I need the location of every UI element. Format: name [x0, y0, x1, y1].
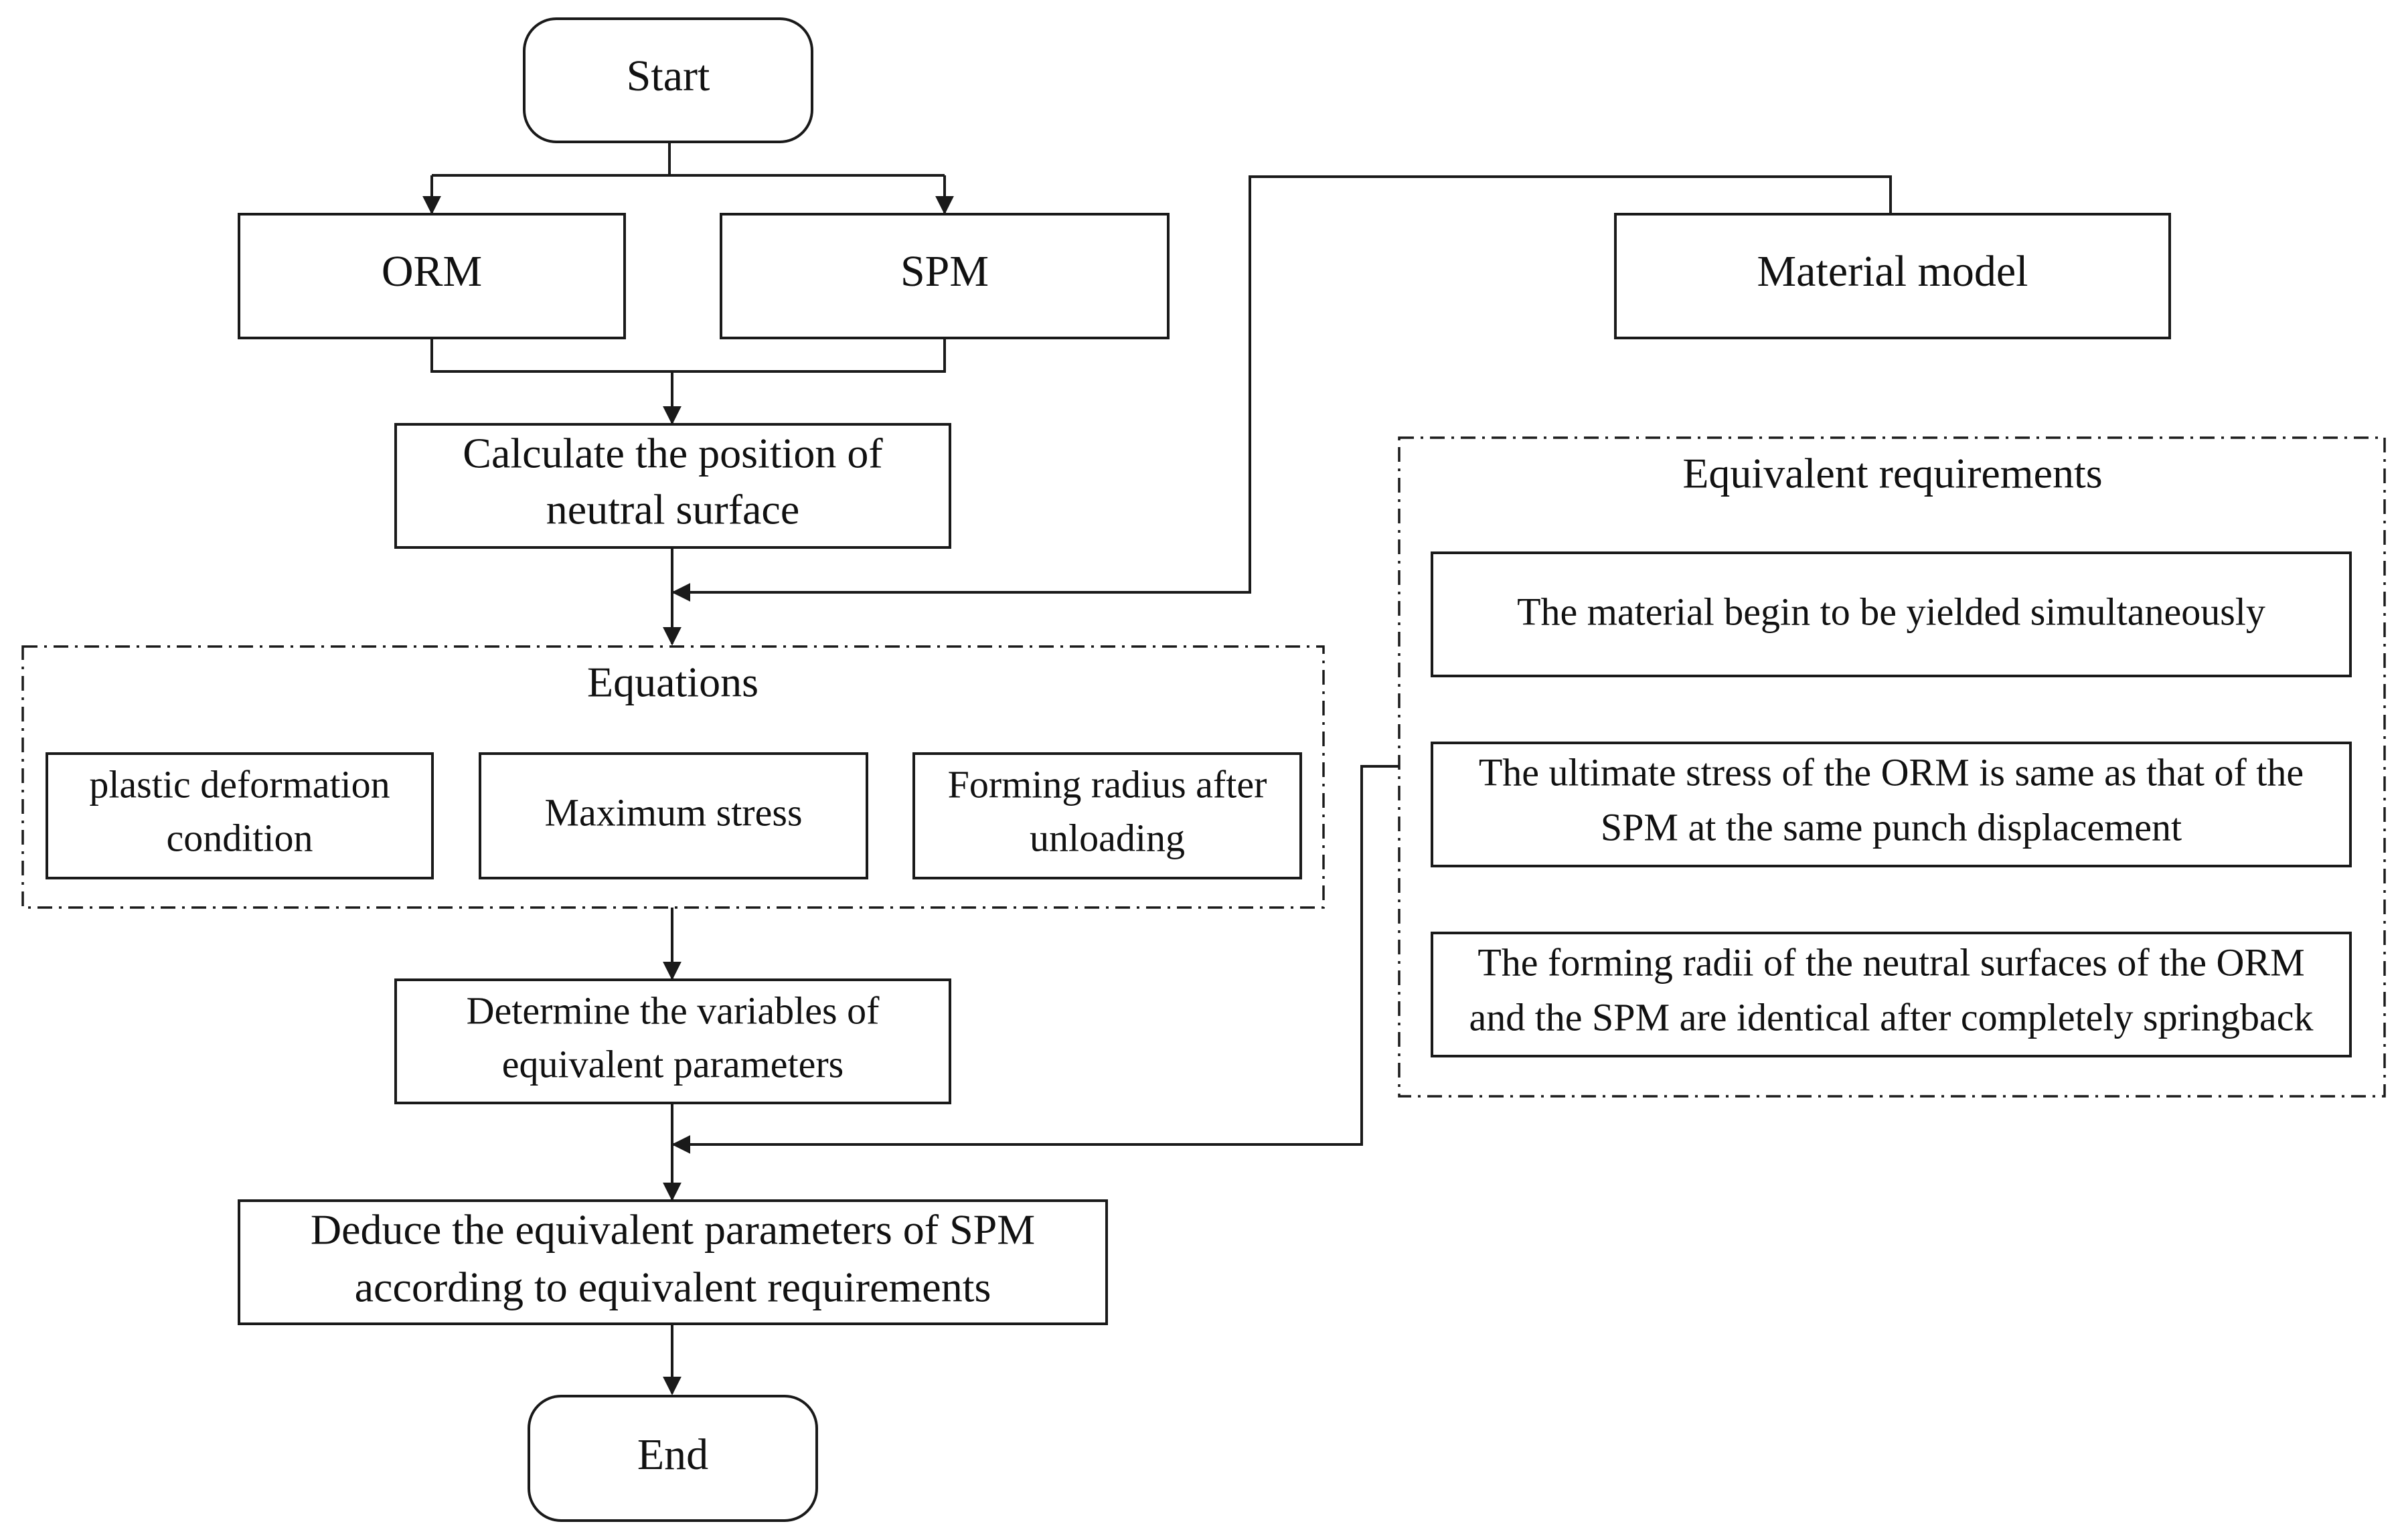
requirement-2-line1: The ultimate stress of the ORM is same a…: [1479, 750, 2304, 794]
spm-label: SPM: [900, 247, 989, 296]
material-model-label: Material model: [1757, 247, 2028, 296]
equations-title: Equations: [587, 659, 758, 706]
forming-radius-line1: Forming radius after: [948, 762, 1267, 806]
calculate-box: [394, 423, 951, 549]
orm-box: [238, 213, 626, 339]
spm-box: [720, 213, 1170, 339]
forming-radius-box: [912, 752, 1302, 879]
determine-box: [394, 978, 951, 1104]
plastic-deformation-line1: plastic deformation: [89, 762, 390, 806]
requirement-1-box: [1431, 551, 2352, 677]
requirement-1-label: The material begin to be yielded simulta…: [1517, 590, 2265, 633]
orm-label: ORM: [382, 247, 482, 296]
calculate-label-line2: neutral surface: [546, 486, 799, 533]
requirements-group: [1398, 436, 2386, 1098]
end-node: [528, 1395, 818, 1522]
material-model-box: [1614, 213, 2171, 339]
deduce-label-line1: Deduce the equivalent parameters of SPM: [311, 1206, 1035, 1254]
forming-radius-line2: unloading: [1030, 816, 1185, 859]
determine-label-line1: Determine the variables of: [467, 989, 880, 1032]
connector-merge: [430, 338, 946, 373]
start-label: Start: [627, 52, 710, 100]
requirement-3-box: [1431, 932, 2352, 1057]
deduce-box: [238, 1199, 1108, 1325]
equations-group: [21, 645, 1325, 909]
requirement-3-line1: The forming radii of the neutral surface…: [1477, 940, 2304, 984]
connector-requirements: [671, 765, 1399, 1154]
calculate-label-line1: Calculate the position of: [463, 430, 883, 477]
requirement-2-box: [1431, 742, 2352, 867]
requirement-3-line2: and the SPM are identical after complete…: [1469, 995, 2313, 1039]
plastic-deformation-box: [46, 752, 434, 879]
plastic-deformation-line2: condition: [166, 816, 313, 859]
start-node: [523, 17, 813, 143]
deduce-label-line2: according to equivalent requirements: [355, 1264, 991, 1311]
end-label: End: [637, 1430, 708, 1479]
maximum-stress-label: Maximum stress: [544, 790, 802, 834]
maximum-stress-box: [479, 752, 868, 879]
determine-label-line2: equivalent parameters: [502, 1042, 844, 1086]
connector-material-model: [671, 175, 1892, 602]
requirement-2-line2: SPM at the same punch displacement: [1601, 805, 2182, 849]
requirements-title: Equivalent requirements: [1682, 450, 2102, 497]
